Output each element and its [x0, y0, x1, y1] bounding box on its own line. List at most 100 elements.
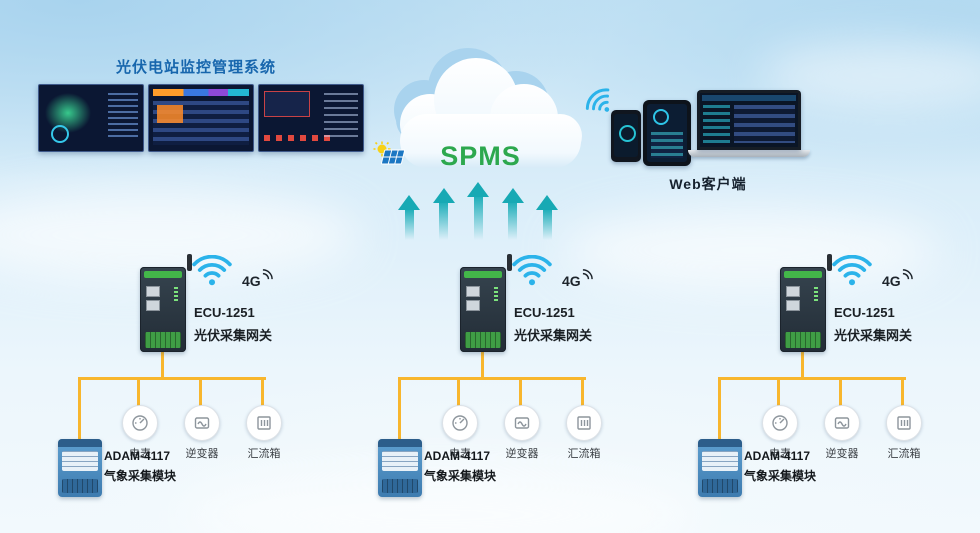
- gateway-name: 光伏采集网关: [514, 328, 593, 343]
- monitoring-screens: [38, 84, 364, 152]
- connector-line: [398, 377, 401, 439]
- module-model: ADAM-4117: [744, 449, 811, 463]
- antenna-icon: [827, 254, 832, 271]
- 4g-text: 4G: [882, 273, 901, 289]
- combiner-box-icon: [566, 405, 602, 441]
- module-name: 气象采集模块: [104, 469, 177, 483]
- meter-icon: [122, 405, 158, 441]
- antenna-icon: [507, 254, 512, 271]
- inverter-icon: [824, 405, 860, 441]
- monitor-screen: [258, 84, 364, 152]
- connector-line: [718, 377, 721, 439]
- device-node-meter: 电表: [750, 405, 810, 461]
- web-clients: [585, 86, 815, 196]
- connector-line: [718, 377, 906, 380]
- connector-line: [801, 352, 804, 379]
- upload-arrow-icon: [398, 195, 420, 240]
- device-label: 汇流箱: [567, 448, 601, 460]
- device-node-combiner: 汇流箱: [554, 405, 614, 461]
- 4g-label: 4G: [882, 269, 913, 289]
- meter-icon: [442, 405, 478, 441]
- device-label: 逆变器: [825, 448, 859, 460]
- connector-line: [78, 377, 81, 439]
- gateway-name: 光伏采集网关: [834, 328, 913, 343]
- device-label: 汇流箱: [887, 448, 921, 460]
- module-model: ADAM-4117: [424, 449, 491, 463]
- connector-line: [137, 377, 140, 409]
- monitor-screen: [38, 84, 144, 152]
- inverter-icon: [184, 405, 220, 441]
- 4g-label: 4G: [562, 269, 593, 289]
- device-node-combiner: 汇流箱: [234, 405, 294, 461]
- spms-logo: SPMS: [368, 141, 593, 172]
- device-label: 电表: [449, 448, 471, 460]
- spms-cloud: SPMS: [368, 38, 593, 188]
- connector-line: [457, 377, 460, 409]
- connector-line: [901, 377, 904, 409]
- wifi-icon: [832, 255, 872, 286]
- gateway-model: ECU-1251: [834, 305, 895, 320]
- device-node-meter: 电表: [430, 405, 490, 461]
- gateway-model: ECU-1251: [194, 305, 255, 320]
- 4g-text: 4G: [242, 273, 261, 289]
- cloud-shape-icon: [394, 48, 582, 168]
- system-title: 光伏电站监控管理系统: [116, 59, 277, 76]
- wifi-icon: [192, 255, 232, 286]
- sun-panel-icon: [373, 141, 405, 165]
- connector-line: [78, 377, 266, 380]
- adam-module-image: [698, 439, 742, 497]
- connector-line: [481, 352, 484, 379]
- combiner-box-icon: [886, 405, 922, 441]
- gateway-unit-3: 4G ECU-1251 光伏采集网关 电表 逆变器 汇流箱 ADAM-4117 …: [690, 254, 950, 510]
- device-label: 逆变器: [505, 448, 539, 460]
- smartphone-image: [611, 110, 641, 162]
- upload-arrow-icon: [432, 188, 455, 240]
- gateway-unit-2: 4G ECU-1251 光伏采集网关 电表 逆变器 汇流箱 ADAM-4117 …: [370, 254, 630, 510]
- 4g-text: 4G: [562, 273, 581, 289]
- 4g-label: 4G: [242, 269, 273, 289]
- connector-line: [839, 377, 842, 409]
- connector-line: [199, 377, 202, 409]
- meter-icon: [762, 405, 798, 441]
- device-node-meter: 电表: [110, 405, 170, 461]
- cloud-decoration: [180, 470, 700, 533]
- signal-arcs-icon: [582, 269, 593, 280]
- tablet-image: [643, 100, 691, 166]
- device-label: 逆变器: [185, 448, 219, 460]
- device-node-inverter: 逆变器: [812, 405, 872, 461]
- module-name: 气象采集模块: [424, 469, 497, 483]
- adam-module-image: [58, 439, 102, 497]
- module-name: 气象采集模块: [744, 469, 817, 483]
- cloud-decoration: [0, 190, 360, 280]
- gateway-model: ECU-1251: [514, 305, 575, 320]
- ecu-gateway-image: [780, 254, 832, 352]
- device-node-inverter: 逆变器: [172, 405, 232, 461]
- web-client-label: Web客户端: [669, 176, 747, 192]
- ecu-gateway-image: [140, 254, 192, 352]
- gateway-unit-1: 4G ECU-1251 光伏采集网关 电表 逆变器 汇流箱 ADAM-4117 …: [50, 254, 310, 510]
- antenna-icon: [187, 254, 192, 271]
- inverter-icon: [504, 405, 540, 441]
- connector-line: [261, 377, 264, 409]
- upload-arrow-icon: [501, 188, 524, 240]
- connector-line: [519, 377, 522, 409]
- device-label: 电表: [129, 448, 151, 460]
- spms-label: SPMS: [440, 141, 521, 171]
- device-label: 电表: [769, 448, 791, 460]
- signal-arcs-icon: [262, 269, 273, 280]
- gateway-name: 光伏采集网关: [194, 328, 273, 343]
- wifi-icon: [585, 88, 610, 112]
- ecu-gateway-image: [460, 254, 512, 352]
- wifi-icon: [512, 255, 552, 286]
- signal-arcs-icon: [902, 269, 913, 280]
- combiner-box-icon: [246, 405, 282, 441]
- upload-arrows: [398, 178, 558, 240]
- connector-line: [777, 377, 780, 409]
- upload-arrow-icon: [536, 195, 558, 240]
- cloud-decoration: [560, 210, 940, 290]
- device-node-inverter: 逆变器: [492, 405, 552, 461]
- laptop-image: [688, 90, 810, 157]
- connector-line: [161, 352, 164, 379]
- module-model: ADAM-4117: [104, 449, 171, 463]
